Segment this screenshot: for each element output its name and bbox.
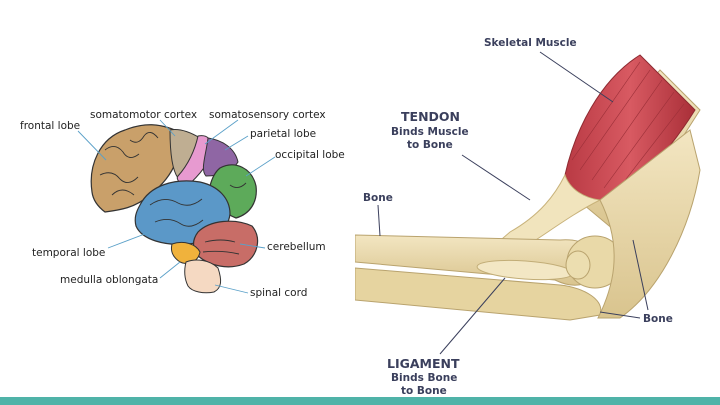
label-tendon-title: TENDON — [401, 109, 460, 124]
label-ligament-title: LIGAMENT — [387, 356, 460, 371]
label-ligament-line1: Binds Bone — [391, 372, 457, 384]
label-medulla-oblongata: medulla oblongata — [60, 274, 158, 286]
label-cerebellum: cerebellum — [267, 241, 326, 253]
brain-diagram: frontal lobe somatomotor cortex somatose… — [20, 109, 345, 299]
accent-bar — [0, 397, 720, 405]
label-occipital-lobe: occipital lobe — [275, 149, 345, 161]
muscle-fibers — [571, 61, 685, 193]
label-parietal-lobe: parietal lobe — [250, 128, 316, 140]
label-somatosensory-cortex: somatosensory cortex — [209, 109, 326, 121]
brain-leader-lines — [77, 119, 276, 294]
cerebellum-region — [192, 220, 259, 268]
label-temporal-lobe: temporal lobe — [32, 247, 105, 259]
label-bone-right: Bone — [643, 313, 673, 325]
arm-leader-lines — [377, 51, 649, 355]
label-tendon-line1: Binds Muscle — [391, 126, 469, 138]
ulna-olecranon — [597, 129, 701, 319]
label-spinal-cord: spinal cord — [250, 287, 307, 299]
brain-gyri — [99, 132, 247, 255]
arm-joint-diagram: Skeletal Muscle TENDON Binds Muscle to B… — [355, 37, 701, 397]
tendon-shape — [493, 173, 602, 251]
label-frontal-lobe: frontal lobe — [20, 120, 80, 132]
forearm-bone-lower — [355, 267, 602, 321]
joint-cap — [565, 250, 591, 280]
label-tendon-line2: to Bone — [407, 139, 453, 151]
label-somatomotor-cortex: somatomotor cortex — [90, 109, 197, 121]
label-skeletal-muscle: Skeletal Muscle — [484, 37, 577, 49]
spinal-cord-region — [184, 259, 222, 294]
label-bone-left: Bone — [363, 192, 393, 204]
label-ligament-line2: to Bone — [401, 385, 447, 397]
